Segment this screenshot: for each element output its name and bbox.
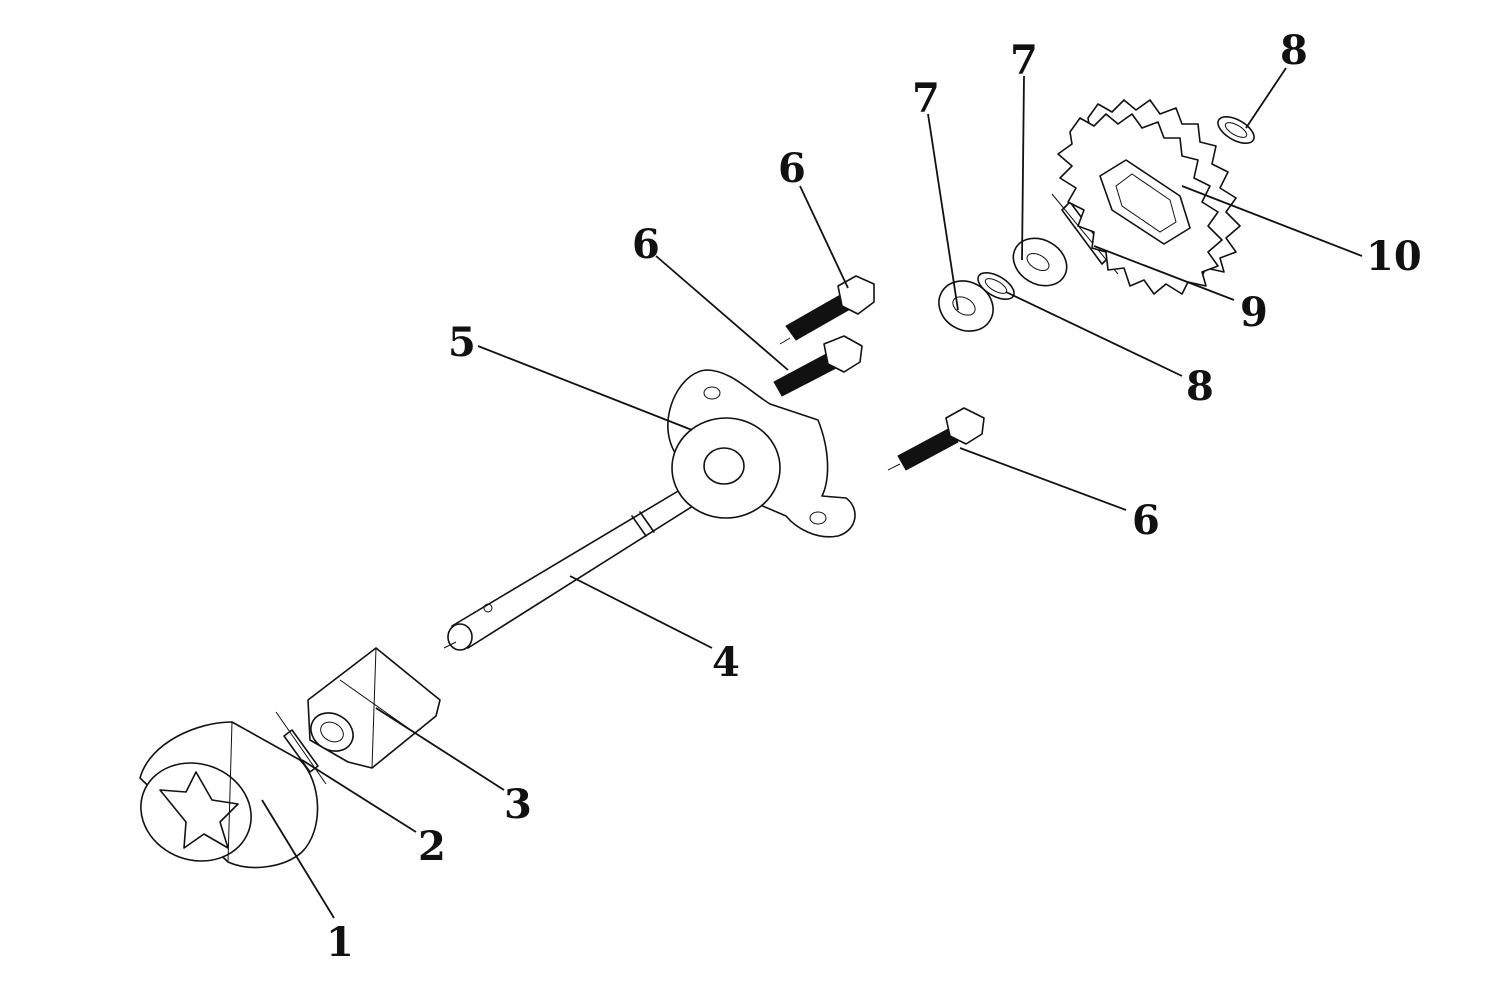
callout-6a: 6 [778, 145, 806, 192]
callout-6b: 6 [632, 221, 660, 268]
part-bolt-middle [773, 335, 863, 397]
part-gear [1057, 99, 1241, 295]
leader-9 [1093, 245, 1235, 301]
leader-1 [261, 799, 335, 919]
callout-labels: 1 2 3 4 5 6 6 6 7 7 8 8 9 10 [326, 27, 1422, 966]
leader-7a [927, 113, 959, 311]
callout-4: 4 [712, 639, 740, 686]
callout-7a: 7 [912, 75, 940, 122]
part-pin-2 [275, 711, 327, 785]
leader-10 [1181, 185, 1363, 257]
part-inner-rotor [307, 647, 441, 769]
leader-6c [959, 447, 1127, 511]
callout-3: 3 [504, 781, 532, 828]
callout-5: 5 [448, 319, 476, 366]
callout-1: 1 [326, 919, 354, 966]
callout-7b: 7 [1010, 37, 1038, 84]
leader-lines [261, 67, 1363, 919]
callout-9: 9 [1240, 289, 1268, 336]
leader-6b [655, 255, 789, 371]
callout-10: 10 [1366, 233, 1422, 280]
callout-2: 2 [418, 823, 446, 870]
leader-2 [301, 759, 417, 833]
leader-6a [799, 185, 849, 289]
leader-5 [477, 345, 693, 431]
part-washer-left [938, 280, 994, 332]
part-bolt-lower [887, 407, 985, 471]
part-washer-right [1012, 237, 1068, 287]
leader-7b [1021, 75, 1025, 261]
part-outer-rotor [139, 721, 319, 869]
leader-8b [1005, 291, 1183, 377]
part-pump-body [667, 369, 856, 538]
leader-4 [569, 575, 713, 649]
part-bolt-upper [779, 275, 875, 345]
callout-8b: 8 [1186, 363, 1214, 410]
leader-8a [1245, 67, 1287, 129]
part-shaft [443, 477, 713, 651]
leader-3 [375, 707, 505, 791]
part-circlip-upper [1217, 115, 1255, 145]
callout-6c: 6 [1132, 497, 1160, 544]
callout-8a: 8 [1280, 27, 1308, 74]
